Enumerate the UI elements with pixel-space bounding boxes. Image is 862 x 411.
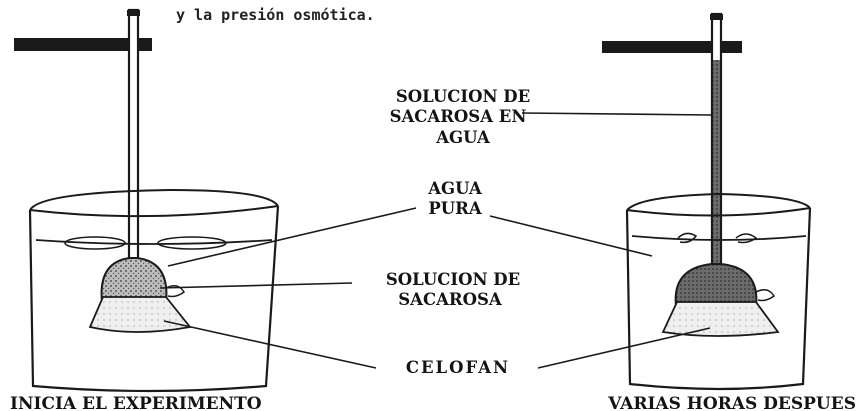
left-apparatus (14, 8, 280, 393)
left-tube (127, 8, 140, 264)
right-apparatus (602, 12, 812, 391)
right-funnel-bulb (674, 263, 758, 307)
leader-lines (159, 112, 712, 369)
leader-pure-water-right (489, 215, 653, 257)
leader-sucrose-in-water (521, 112, 712, 116)
label-pure-water-line1: AGUA (427, 179, 482, 198)
left-water-surface (35, 239, 273, 245)
label-sucrose-solution-line2: SACAROSA (398, 290, 502, 309)
label-cellophane: CELOFAN (406, 358, 510, 377)
label-sucrose-in-water-line3: AGUA (435, 128, 490, 147)
right-beaker (625, 207, 812, 391)
left-clamp-arm (14, 38, 152, 51)
left-funnel-bulb (100, 257, 168, 303)
caption-right: VARIAS HORAS DESPUES (607, 394, 856, 411)
right-water-surface (631, 235, 807, 241)
leader-cellophane-right (537, 327, 711, 369)
leader-sucrose-solution (159, 282, 353, 289)
right-solution-column (713, 60, 720, 274)
label-sucrose-in-water-line2: SACAROSA EN (390, 107, 527, 126)
leader-pure-water-left (167, 207, 417, 267)
leader-cellophane-left (163, 320, 377, 369)
left-beaker-rim (29, 188, 279, 211)
caption-left: INICIA EL EXPERIMENTO (10, 394, 262, 411)
label-pure-water-line2: PURA (428, 199, 482, 218)
label-sucrose-in-water-line1: SOLUCION DE (396, 87, 530, 106)
right-cellophane (661, 301, 780, 337)
label-sucrose-solution-line1: SOLUCION DE (386, 270, 520, 289)
right-clamp-arm (602, 41, 742, 53)
left-beaker (28, 205, 280, 393)
right-beaker-rim (626, 192, 811, 211)
left-cellophane (88, 296, 192, 333)
header-text: y la presión osmótica. (176, 6, 375, 24)
